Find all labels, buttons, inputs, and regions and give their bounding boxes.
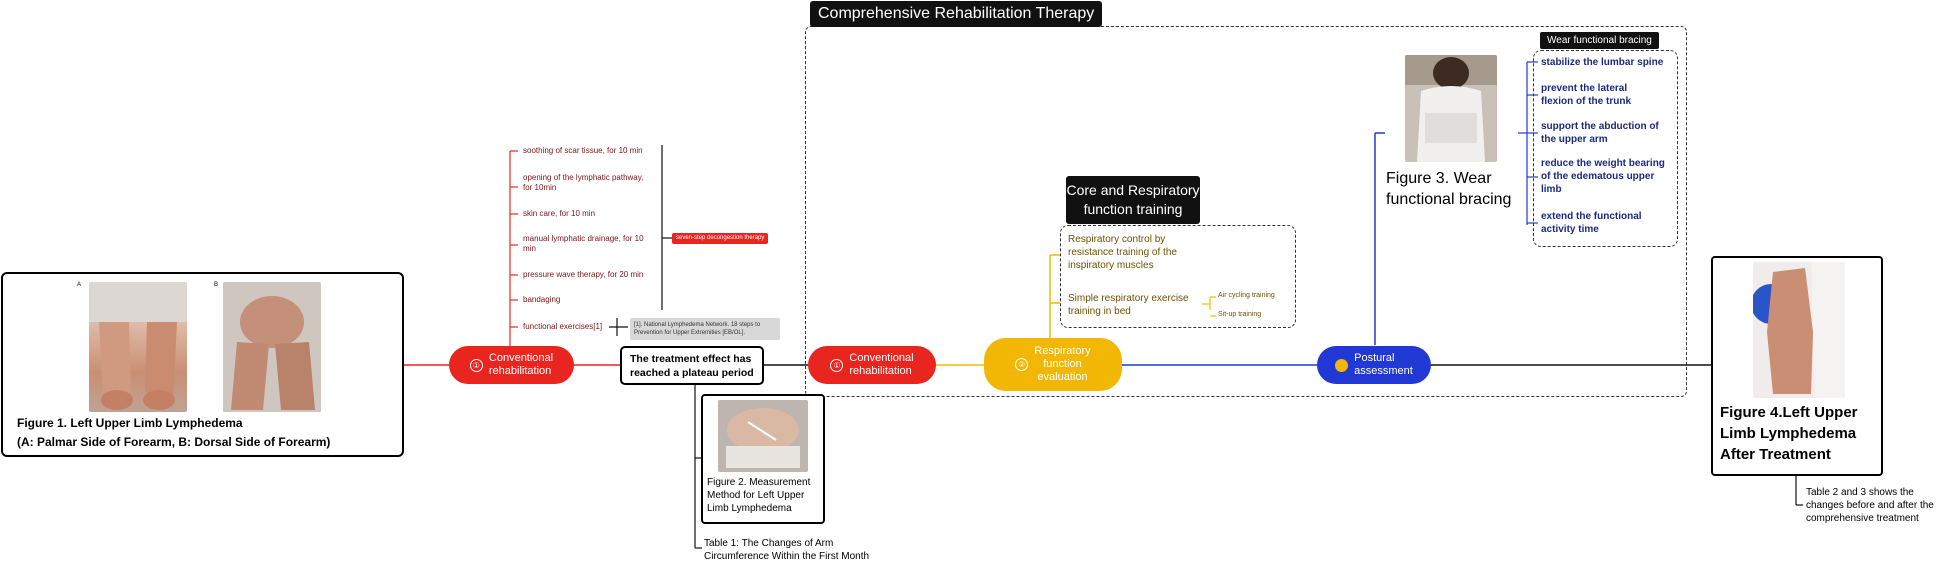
reference-note: [1]. National Lymphedema Network. 18 ste… (630, 318, 780, 340)
comprehensive-therapy-frame (805, 26, 1687, 397)
resp-sub-sit-up: Sit-up training (1218, 311, 1262, 318)
rehab-item-manual-drainage: manual lymphatic drainage, for 10 min (523, 234, 644, 253)
rehab-item-ticks (510, 150, 518, 328)
figure2-photo (718, 400, 808, 472)
core-respiratory-label: Core and Respiratory function training (1066, 176, 1200, 224)
figure1-label-b: B (214, 282, 219, 288)
frame-title: Comprehensive Rehabilitation Therapy (810, 1, 1103, 27)
bracing-item-abduction: support the abduction of the upper arm (1541, 121, 1659, 145)
plateau-line2: reached a plateau period (630, 367, 754, 379)
step-number-1-icon: ① (469, 358, 483, 372)
table23-note: Table 2 and 3 shows the changes before a… (1806, 487, 1934, 524)
arm-measurement-icon (718, 400, 808, 472)
seven-step-tag: seven-step decongestion therapy (672, 233, 769, 244)
resp-item-inspiratory-training: Respiratory control by resistance traini… (1068, 234, 1177, 271)
figure1-photo-b (223, 282, 321, 412)
arm-after-treatment-icon (1753, 262, 1845, 398)
rehab-item-scar-tissue: soothing of scar tissue, for 10 min (523, 146, 643, 155)
bracing-label: Wear functional bracing (1540, 32, 1659, 49)
bracing-item-weight-bearing: reduce the weight bearing of the edemato… (1541, 158, 1665, 195)
step-number-3-icon: ③ (1335, 358, 1349, 372)
figure1-caption-line1: Figure 1. Left Upper Limb Lymphedema (17, 416, 243, 430)
bracing-item-activity-time: extend the functional activity time (1541, 211, 1642, 235)
rehab-item-functional-exercises: functional exercises[1] (523, 322, 603, 331)
step-number-2-icon: ② (1015, 358, 1029, 371)
figure1-caption-line2: (A: Palmar Side of Forearm, B: Dorsal Si… (17, 435, 331, 449)
figure2-card: Figure 2. Measurement Method for Left Up… (701, 394, 825, 524)
resp-sub-air-cycling: Air cycling training (1218, 292, 1275, 299)
rehab-item-skin-care: skin care, for 10 min (523, 209, 596, 218)
rehab-item-bandaging: bandaging (523, 295, 561, 304)
figure2-caption: Figure 2. Measurement Method for Left Up… (707, 477, 811, 514)
figure3-caption: Figure 3. Wear functional bracing (1386, 170, 1512, 208)
bracing-items-group (1533, 50, 1678, 247)
step-number-1-icon: ① (830, 358, 844, 372)
figure1-card: A B Figure 1. Left Upper Limb Lymphedema… (1, 272, 404, 457)
table1-note: Table 1: The Changes of Arm Circumferenc… (704, 538, 870, 562)
forearm-palmar-icon (89, 282, 187, 410)
respiratory-training-group (1060, 225, 1296, 328)
plateau-line1: The treatment effect has (630, 353, 752, 365)
resp-item-bed-training: Simple respiratory exercise training in … (1068, 293, 1189, 317)
forearm-dorsal-icon (223, 282, 321, 412)
figure4-card: Figure 4.Left Upper Limb Lymphedema Afte… (1711, 256, 1883, 476)
figure4-caption: Figure 4.Left Upper Limb Lymphedema Afte… (1720, 404, 1858, 463)
plateau-period-box: The treatment effect has reached a plate… (620, 346, 764, 385)
rehab-item-lymphatic-pathway: opening of the lymphatic pathway, for 10… (523, 173, 644, 192)
figure1-label-a: A (77, 282, 82, 288)
bracing-item-lumbar: stabilize the lumbar spine (1541, 57, 1664, 68)
functional-bracing-icon (1405, 55, 1497, 162)
bracing-item-lateral-flexion: prevent the lateral flexion of the trunk (1541, 83, 1631, 107)
figure1-photo-a (89, 282, 187, 412)
figure4-photo (1753, 262, 1845, 398)
figure3-photo (1405, 55, 1497, 162)
rehab-item-pressure-wave: pressure wave therapy, for 20 min (523, 270, 644, 279)
